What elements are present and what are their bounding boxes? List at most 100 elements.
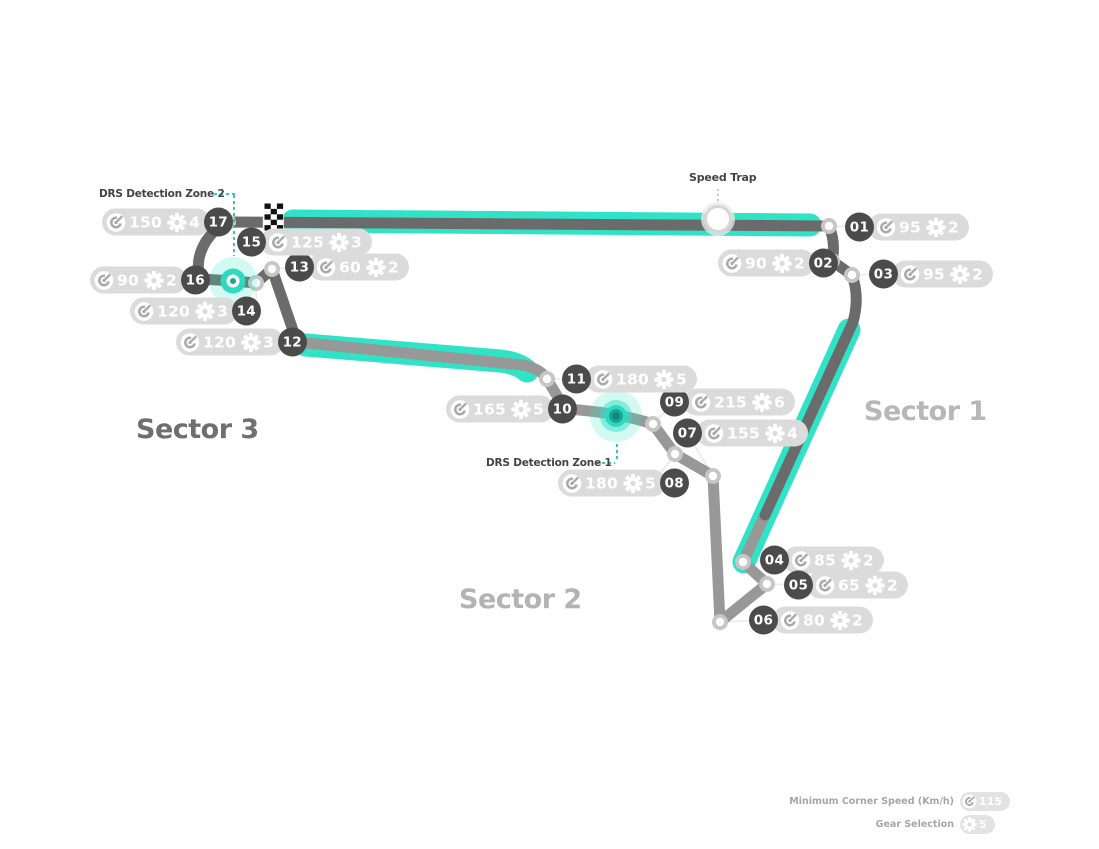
corner-gear: 2 <box>165 271 177 289</box>
speedometer-icon <box>876 217 896 237</box>
speedometer-icon <box>562 473 582 493</box>
sector-3-label: Sector 3 <box>136 414 259 445</box>
corner-gear: 4 <box>786 424 798 442</box>
corner-gear: 4 <box>188 213 200 231</box>
corner-number-badge: 01 <box>845 212 874 242</box>
corner-info-pill: 90 2 <box>90 266 187 294</box>
corner-info-pill: 60 2 <box>308 253 409 281</box>
speedometer-icon <box>316 257 336 277</box>
legend-speed-pill: 115 <box>960 792 1010 811</box>
corner-number-badge: 11 <box>562 364 591 394</box>
speedometer-icon <box>780 610 800 630</box>
speedometer-icon <box>900 264 920 284</box>
sector-2-label: Sector 2 <box>459 584 582 615</box>
corner-gear: 6 <box>773 393 785 411</box>
corner-number-badge: 13 <box>285 252 314 282</box>
corner-number-badge: 03 <box>869 259 898 289</box>
corner-gear: 5 <box>644 474 656 492</box>
speedometer-icon <box>593 369 613 389</box>
corner-gear: 2 <box>947 218 959 236</box>
speedometer-icon <box>94 270 114 290</box>
corner-gear: 2 <box>862 551 874 569</box>
speed-trap-marker <box>701 189 735 236</box>
corner-gear: 2 <box>387 258 399 276</box>
corner-marker-06: 06 80 2 <box>749 605 873 635</box>
corner-speed: 80 <box>803 611 825 629</box>
corner-number-badge: 07 <box>673 418 702 448</box>
corner-speed: 65 <box>838 576 860 594</box>
corner-info-pill: 215 6 <box>683 388 795 416</box>
legend-min-corner-speed-label: Minimum Corner Speed (Km/h) <box>789 796 955 807</box>
corner-marker-16: 90 2 16 <box>90 265 210 295</box>
corner-info-pill: 150 4 <box>102 208 210 236</box>
speedometer-icon <box>791 550 811 570</box>
corner-marker-05: 05 65 2 <box>784 570 908 600</box>
gear-icon <box>167 212 187 232</box>
corner-marker-04: 04 85 2 <box>760 545 884 575</box>
corner-marker-10: 165 5 10 <box>446 394 577 424</box>
corner-number-badge: 08 <box>659 468 689 498</box>
corner-speed: 90 <box>745 254 767 272</box>
corner-info-pill: 90 2 <box>718 249 815 277</box>
legend-gear-pill: 5 <box>960 815 995 834</box>
corner-gear: 2 <box>851 611 863 629</box>
corner-marker-03: 03 95 2 <box>869 259 993 289</box>
corner-speed: 120 <box>203 333 236 351</box>
speedometer-icon <box>450 399 470 419</box>
corner-number-badge: 06 <box>749 605 778 635</box>
gear-icon <box>511 399 531 419</box>
corner-gear: 2 <box>886 576 898 594</box>
corner-info-pill: 95 2 <box>892 260 993 288</box>
corner-gear: 2 <box>971 265 983 283</box>
drs-detection-zone-2-label: DRS Detection Zone 2 <box>99 188 225 200</box>
corner-speed: 120 <box>157 302 190 320</box>
gear-icon <box>329 232 349 252</box>
corner-marker-15: 15 125 3 <box>237 227 372 257</box>
corner-speed: 180 <box>616 370 649 388</box>
gear-icon <box>830 610 850 630</box>
corner-number-badge: 15 <box>237 227 266 257</box>
corner-marker-02: 90 2 02 <box>718 248 838 278</box>
checkered-flag-icon <box>262 201 284 231</box>
corner-marker-12: 120 3 12 <box>176 327 307 357</box>
corner-gear: 3 <box>262 333 274 351</box>
corner-marker-01: 01 95 2 <box>845 212 969 242</box>
corner-speed: 85 <box>814 551 836 569</box>
speedometer-icon <box>134 301 154 321</box>
gear-icon <box>241 332 261 352</box>
speedometer-icon <box>180 332 200 352</box>
corner-number-badge: 12 <box>277 327 307 357</box>
corner-speed: 95 <box>899 218 921 236</box>
corner-number-badge: 16 <box>180 265 210 295</box>
gear-icon <box>752 392 772 412</box>
corner-speed: 150 <box>129 213 162 231</box>
corner-gear: 5 <box>532 400 544 418</box>
speedometer-icon <box>106 212 126 232</box>
corner-speed: 155 <box>727 424 760 442</box>
corner-marker-11: 11 180 5 <box>562 364 697 394</box>
drs-detection-marker-1 <box>590 390 642 464</box>
corner-marker-14: 120 3 14 <box>130 296 261 326</box>
corner-speed: 180 <box>585 474 618 492</box>
corner-marker-07: 07 155 4 <box>673 418 808 448</box>
gear-icon <box>841 550 861 570</box>
corner-number-badge: 04 <box>760 545 789 575</box>
legend-speed-value: 115 <box>979 795 1002 808</box>
corner-number-badge: 14 <box>231 296 261 326</box>
corner-gear: 3 <box>350 233 362 251</box>
gear-icon <box>654 369 674 389</box>
corner-speed: 90 <box>117 271 139 289</box>
corner-speed: 165 <box>473 400 506 418</box>
corner-number-badge: 10 <box>547 394 577 424</box>
corner-speed: 125 <box>291 233 324 251</box>
corner-marker-13: 13 60 2 <box>285 252 409 282</box>
gear-icon <box>765 423 785 443</box>
corner-marker-08: 180 5 08 <box>558 468 689 498</box>
sector-1-label: Sector 1 <box>864 396 987 427</box>
speed-trap-label: Speed Trap <box>689 171 757 184</box>
corner-info-pill: 95 2 <box>868 213 969 241</box>
corner-number-badge: 02 <box>808 248 838 278</box>
corner-info-pill: 80 2 <box>772 606 873 634</box>
corner-info-pill: 155 4 <box>696 419 808 447</box>
drs-detection-marker-2 <box>209 193 257 305</box>
